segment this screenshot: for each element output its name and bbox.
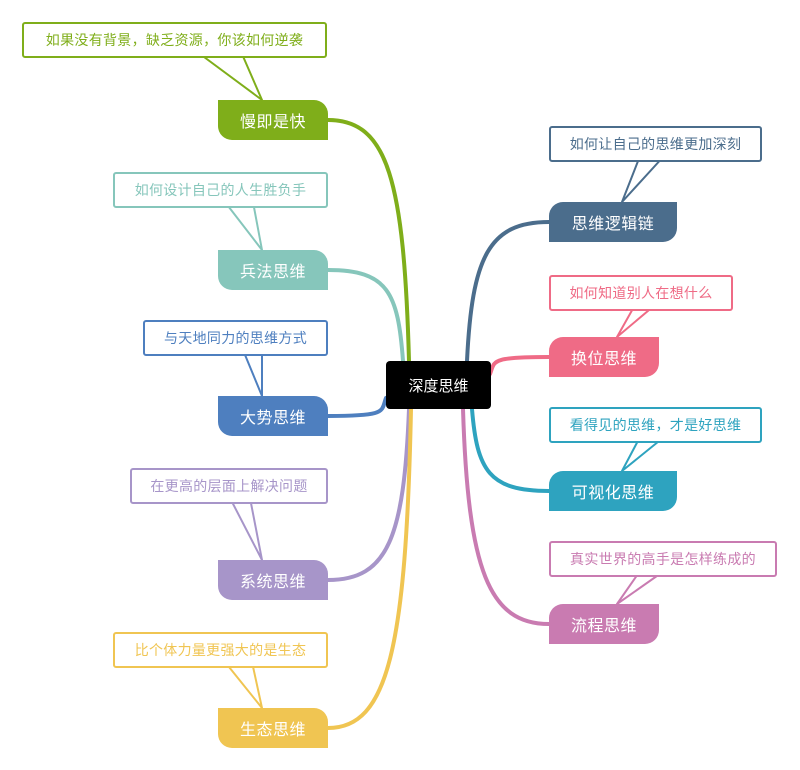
callout-tail-momentum bbox=[242, 349, 263, 397]
connector-momentum bbox=[326, 396, 388, 418]
connector-slow-is-fast bbox=[326, 118, 411, 363]
callout-tail-slow-is-fast bbox=[199, 53, 263, 101]
topic-momentum[interactable]: 大势思维 bbox=[218, 396, 328, 436]
callout-momentum[interactable]: 与天地同力的思维方式 bbox=[143, 320, 328, 356]
callout-visual[interactable]: 看得见的思维，才是好思维 bbox=[549, 407, 762, 443]
connector-logic-chain bbox=[465, 220, 551, 363]
callout-perspective[interactable]: 如何知道别人在想什么 bbox=[549, 275, 733, 311]
callout-tail-ecology bbox=[224, 661, 263, 709]
connector-process bbox=[461, 407, 551, 626]
callout-ecology[interactable]: 比个体力量更强大的是生态 bbox=[113, 632, 328, 668]
connector-ecology bbox=[326, 407, 413, 730]
callout-logic-chain[interactable]: 如何让自己的思维更加深刻 bbox=[549, 126, 762, 162]
callout-art-of-war[interactable]: 如何设计自己的人生胜负手 bbox=[113, 172, 328, 208]
topic-visual[interactable]: 可视化思维 bbox=[549, 471, 677, 511]
central-topic[interactable]: 深度思维 bbox=[386, 361, 491, 409]
topic-systems[interactable]: 系统思维 bbox=[218, 560, 328, 600]
connector-visual bbox=[470, 407, 551, 493]
topic-logic-chain[interactable]: 思维逻辑链 bbox=[549, 202, 677, 242]
callout-tail-systems bbox=[229, 497, 263, 561]
callout-process[interactable]: 真实世界的高手是怎样练成的 bbox=[549, 541, 777, 577]
connector-systems bbox=[326, 407, 411, 582]
topic-ecology[interactable]: 生态思维 bbox=[218, 708, 328, 748]
connector-art-of-war bbox=[326, 268, 405, 363]
topic-perspective[interactable]: 换位思维 bbox=[549, 337, 659, 377]
topic-process[interactable]: 流程思维 bbox=[549, 604, 659, 644]
callout-tail-logic-chain bbox=[621, 155, 665, 203]
topic-slow-is-fast[interactable]: 慢即是快 bbox=[218, 100, 328, 140]
topic-art-of-war[interactable]: 兵法思维 bbox=[218, 250, 328, 290]
callout-tail-art-of-war bbox=[224, 201, 263, 251]
connector-perspective bbox=[488, 355, 551, 376]
callout-slow-is-fast[interactable]: 如果没有背景，缺乏资源，你该如何逆袭 bbox=[22, 22, 327, 58]
callout-systems[interactable]: 在更高的层面上解决问题 bbox=[130, 468, 328, 504]
